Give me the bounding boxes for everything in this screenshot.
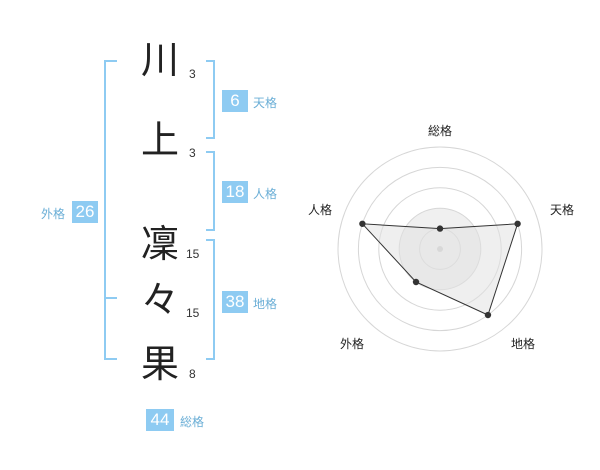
tenkaku-value: 6 bbox=[222, 90, 248, 112]
radar-polygon bbox=[361, 223, 519, 316]
radar-point-4 bbox=[412, 278, 420, 286]
name-char-1: 川 bbox=[140, 38, 179, 82]
name-char-5: 果 bbox=[140, 342, 179, 386]
chikaku-value: 38 bbox=[222, 291, 248, 313]
chikaku-label: 地格 bbox=[253, 297, 278, 311]
tenkaku-label: 天格 bbox=[253, 96, 278, 110]
radar-label-chikaku: 地格 bbox=[511, 337, 536, 351]
gaikaku-label: 外格 bbox=[41, 207, 66, 221]
radar-label-jinkaku: 人格 bbox=[308, 203, 333, 217]
radar-point-3 bbox=[484, 311, 492, 319]
radar-point-2 bbox=[514, 220, 521, 227]
jinkaku-bracket bbox=[206, 151, 215, 231]
stroke-count-1: 3 bbox=[189, 67, 196, 81]
gaikaku-bracket bbox=[104, 60, 117, 360]
name-char-4: 々 bbox=[140, 278, 179, 322]
chikaku-bracket bbox=[206, 239, 215, 360]
gaikaku-value: 26 bbox=[72, 201, 98, 223]
radar-point-5 bbox=[359, 220, 366, 227]
name-char-2: 上 bbox=[140, 118, 179, 162]
radar-label-tenkaku: 天格 bbox=[550, 203, 575, 217]
soukaku-value: 44 bbox=[146, 409, 174, 431]
jinkaku-label: 人格 bbox=[253, 187, 278, 201]
soukaku-label: 総格 bbox=[180, 415, 205, 429]
radar-label-soukaku: 総格 bbox=[428, 124, 453, 138]
tenkaku-bracket bbox=[206, 60, 215, 139]
stroke-count-2: 3 bbox=[189, 146, 196, 160]
stroke-count-5: 8 bbox=[189, 367, 196, 381]
stroke-count-4: 15 bbox=[186, 306, 200, 320]
stroke-count-3: 15 bbox=[186, 247, 200, 261]
name-char-3: 凜 bbox=[140, 222, 179, 266]
radar-label-gaikaku: 外格 bbox=[340, 337, 365, 351]
jinkaku-value: 18 bbox=[222, 181, 248, 203]
radar-point-1 bbox=[436, 225, 444, 232]
